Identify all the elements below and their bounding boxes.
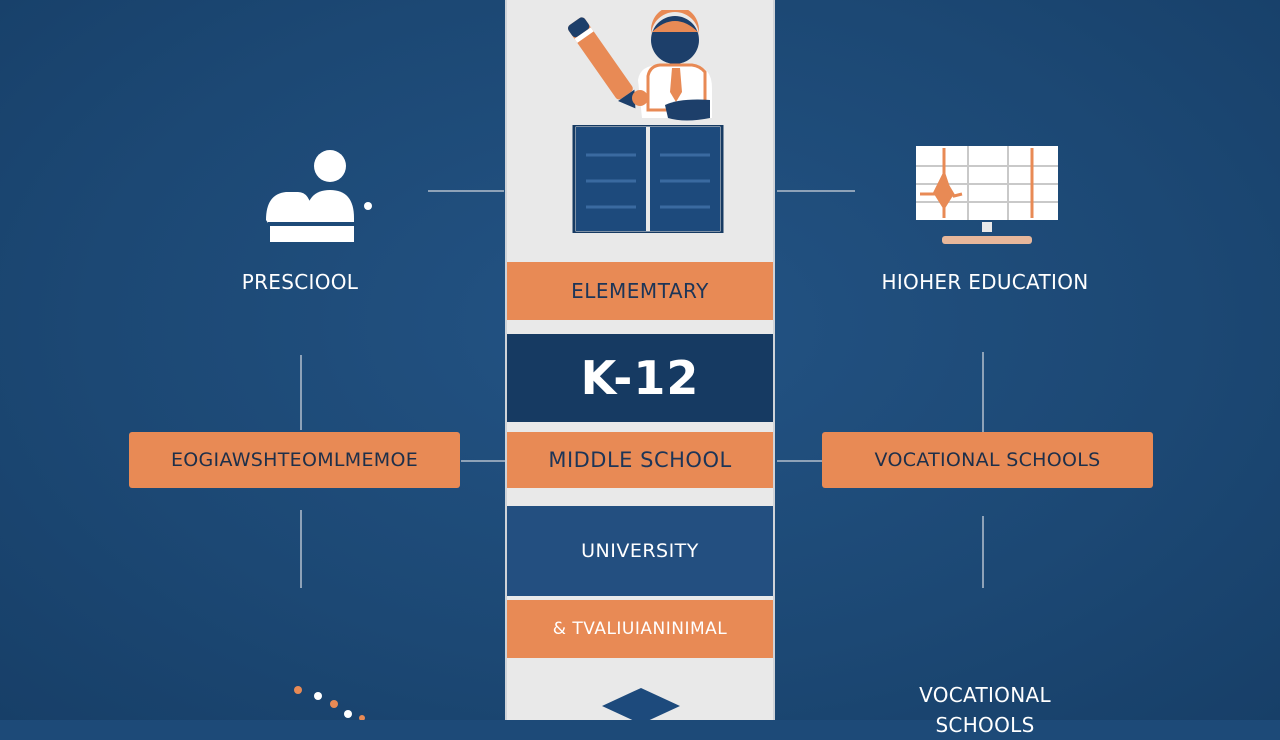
band-k12-label: K-12 <box>580 351 700 405</box>
left-box-label: EOGIAWSHTEOMLMEMOE <box>170 449 419 471</box>
open-book-icon <box>572 125 724 233</box>
connector-line <box>428 190 504 192</box>
diamond-icon <box>602 688 680 720</box>
vocational-line2: SCHOOLS <box>935 713 1035 737</box>
connector-line <box>777 190 855 192</box>
computer-chart-icon <box>916 146 1058 244</box>
connector-line <box>982 516 984 588</box>
higher-education-label: HIOHER EDUCATION <box>881 270 1089 294</box>
connector-line <box>300 355 302 430</box>
vocational-schools-label: VOCATIONAL SCHOOLS <box>880 680 1090 740</box>
band-elementary: ELEMEMTARY <box>505 262 775 320</box>
band-university-label: UNIVERSITY <box>581 540 699 562</box>
teacher-with-pencil-icon <box>567 10 712 121</box>
band-middle-school-label: MIDDLE SCHOOL <box>548 448 732 472</box>
band-bottom: & TVALIUIANINIMAL <box>505 600 775 658</box>
people-icon <box>266 150 372 242</box>
preschool-label: PRESCIOOL <box>241 270 359 294</box>
band-k12: K-12 <box>505 334 775 422</box>
vocational-line1: VOCATIONAL <box>919 683 1051 707</box>
band-bottom-label: & TVALIUIANINIMAL <box>552 619 728 639</box>
band-elementary-label: ELEMEMTARY <box>571 279 709 303</box>
band-middle-school: MIDDLE SCHOOL <box>505 432 775 488</box>
connector-line <box>777 460 822 462</box>
connector-line <box>300 510 302 588</box>
right-box-label: VOCATIONAL SCHOOLS <box>874 449 1101 471</box>
right-orange-box: VOCATIONAL SCHOOLS <box>822 432 1153 488</box>
left-orange-box: EOGIAWSHTEOMLMEMOE <box>129 432 460 488</box>
band-university: UNIVERSITY <box>505 506 775 596</box>
center-column-edge <box>505 0 775 720</box>
connector-line <box>461 460 505 462</box>
dots-icon <box>294 686 365 720</box>
connector-line <box>982 352 984 432</box>
